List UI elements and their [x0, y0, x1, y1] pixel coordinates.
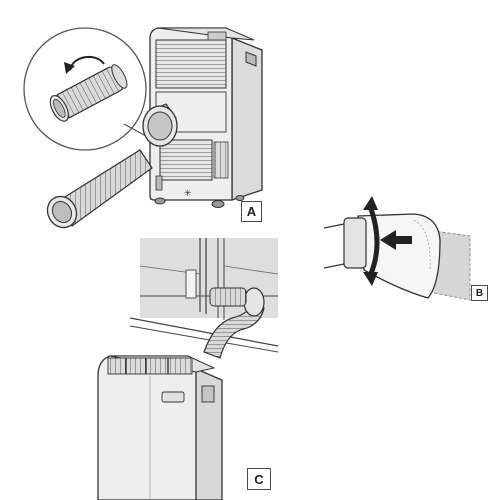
- ac-unit-rear: ✳: [149, 27, 263, 208]
- panel-label-c: C: [247, 468, 271, 490]
- panel-b-drawing: [323, 196, 471, 301]
- panel-label-b: B: [471, 285, 488, 301]
- panel-label-a: A: [241, 201, 262, 222]
- hose-detail-magnifier: [23, 27, 147, 151]
- svg-text:✳: ✳: [184, 189, 192, 199]
- panel-c-drawing: [97, 238, 279, 500]
- window-hose: [203, 287, 265, 359]
- panel-a-drawing: ✳: [23, 27, 263, 229]
- ac-unit-front: [97, 355, 223, 500]
- exhaust-collar: [142, 103, 178, 147]
- exhaust-hose: [46, 149, 153, 229]
